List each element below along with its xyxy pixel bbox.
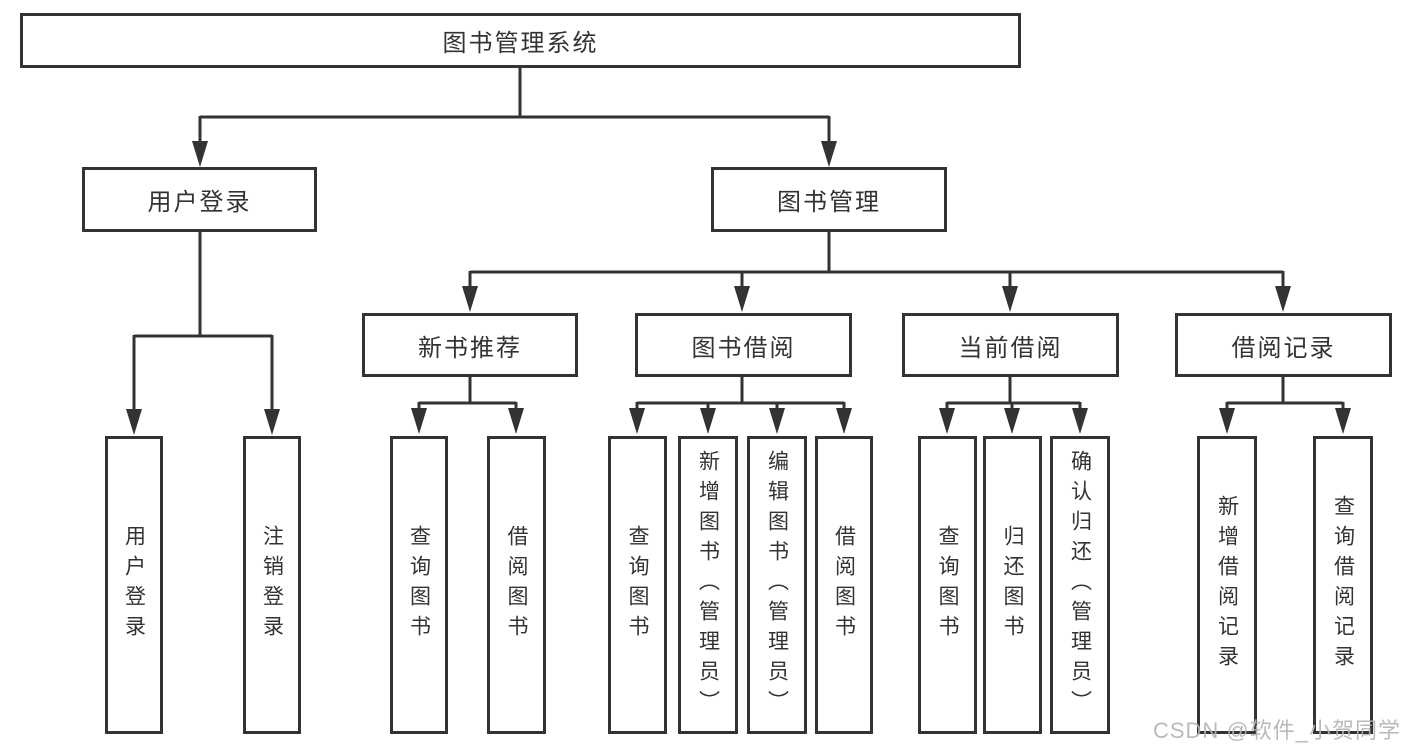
node-newrec-query-books: 查询图书 <box>390 436 448 734</box>
node-record-add-record-label: 新增借阅记录 <box>1215 495 1239 675</box>
connector-new-book-group <box>417 377 518 412</box>
node-logout-label: 注销登录 <box>260 525 284 645</box>
connector-book-management-to-level3 <box>468 232 1285 290</box>
node-current-confirm-return: 确认归还（管理员） <box>1050 436 1110 734</box>
node-current-return-books-label: 归还图书 <box>1001 525 1024 645</box>
node-book-management: 图书管理 <box>711 167 947 232</box>
arrowheads-new-book-group <box>411 408 524 434</box>
node-current-borrow: 当前借阅 <box>902 313 1119 377</box>
connector-user-login-group <box>132 232 274 413</box>
node-borrow-query-books-label: 查询图书 <box>626 525 649 645</box>
node-current-borrow-label: 当前借阅 <box>958 334 1063 362</box>
node-borrow-add-books: 新增图书（管理员） <box>678 436 738 734</box>
arrowheads-borrow-record-group <box>1219 408 1351 434</box>
node-user-login: 用户登录 <box>82 167 317 232</box>
node-root-label: 图书管理系统 <box>442 30 599 57</box>
node-login: 用户登录 <box>105 436 163 734</box>
node-record-query-record: 查询借阅记录 <box>1313 436 1373 734</box>
connector-current-borrow-group <box>945 377 1082 412</box>
arrowheads-level2 <box>192 141 837 167</box>
node-borrow-edit-books-label: 编辑图书（管理员） <box>765 450 789 720</box>
node-new-book-recommend: 新书推荐 <box>362 313 578 377</box>
node-current-return-books: 归还图书 <box>983 436 1042 734</box>
node-book-management-label: 图书管理 <box>777 189 881 216</box>
node-root: 图书管理系统 <box>20 13 1021 68</box>
node-borrow-add-books-label: 新增图书（管理员） <box>696 450 720 720</box>
node-logout: 注销登录 <box>243 436 301 734</box>
connector-borrow-record-group <box>1225 377 1345 412</box>
node-borrow-borrow-books-label: 借阅图书 <box>832 525 856 645</box>
node-new-book-recommend-label: 新书推荐 <box>418 334 522 362</box>
node-login-label: 用户登录 <box>122 525 146 645</box>
node-borrow-borrow-books: 借阅图书 <box>815 436 873 734</box>
node-current-confirm-return-label: 确认归还（管理员） <box>1068 450 1092 720</box>
node-borrow-edit-books: 编辑图书（管理员） <box>747 436 807 734</box>
arrowheads-book-borrow-group <box>629 408 852 434</box>
watermark: CSDN @软件_小贺同学 <box>1152 718 1401 743</box>
node-newrec-borrow-books-label: 借阅图书 <box>505 525 528 645</box>
node-book-borrow-label: 图书借阅 <box>691 334 796 362</box>
node-borrow-record-label: 借阅记录 <box>1231 334 1336 362</box>
arrowheads-current-borrow-group <box>939 408 1088 434</box>
node-current-query-books: 查询图书 <box>918 436 977 734</box>
node-book-borrow: 图书借阅 <box>635 313 852 377</box>
node-user-login-label: 用户登录 <box>147 189 252 216</box>
node-borrow-record: 借阅记录 <box>1175 313 1392 377</box>
connector-book-borrow-group <box>635 377 846 412</box>
connector-root-to-level2 <box>198 68 831 146</box>
node-record-add-record: 新增借阅记录 <box>1197 436 1257 734</box>
node-newrec-borrow-books: 借阅图书 <box>487 436 546 734</box>
node-borrow-query-books: 查询图书 <box>608 436 667 734</box>
node-record-query-record-label: 查询借阅记录 <box>1331 495 1355 675</box>
node-newrec-query-books-label: 查询图书 <box>407 525 431 645</box>
node-current-query-books-label: 查询图书 <box>936 525 959 645</box>
arrowheads-user-login-group <box>126 409 280 435</box>
arrowheads-level3 <box>462 286 1291 312</box>
